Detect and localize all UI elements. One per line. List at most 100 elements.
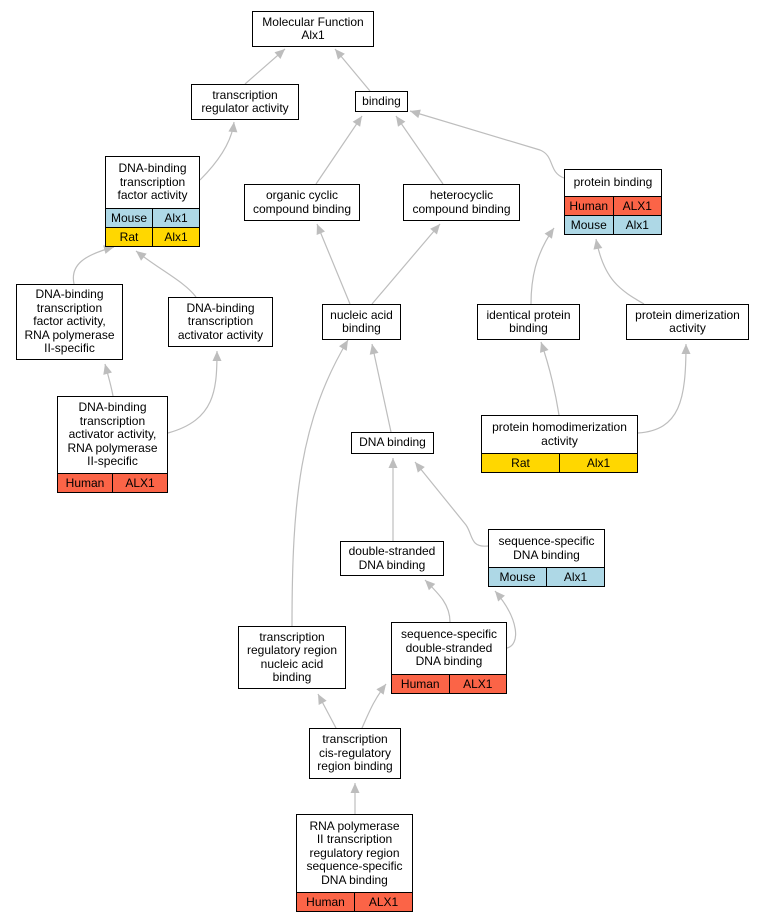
edge-pda-to-pb xyxy=(595,238,645,305)
edge-nab-to-hcb xyxy=(371,223,441,305)
species-cell: Mouse xyxy=(110,211,148,225)
term-node-dbtfa[interactable]: DNA-binding transcription factor activit… xyxy=(105,156,200,247)
term-node-dbtaa[interactable]: DNA-binding transcription activator acti… xyxy=(168,297,273,347)
term-label: DNA-binding transcription factor activit… xyxy=(117,161,188,203)
species-cell: Rat xyxy=(119,230,139,244)
term-node-pda[interactable]: protein dimerization activity xyxy=(626,304,749,340)
species-cell: Rat xyxy=(511,456,530,470)
arrowhead-icon xyxy=(388,458,398,468)
term-label: transcription regulator activity xyxy=(201,87,289,115)
arrowhead-icon xyxy=(593,239,603,250)
arrowhead-icon xyxy=(212,351,222,361)
term-label: sequence-specific double-stranded DNA bi… xyxy=(400,627,498,669)
edge-phda-to-pda xyxy=(637,343,687,434)
gene-cell: Alx1 xyxy=(546,568,604,586)
edge-ipb-to-pb xyxy=(530,227,555,305)
gene-cell: Alx1 xyxy=(559,454,637,472)
edge-ssdb-to-dnab xyxy=(414,461,489,547)
arrowhead-icon xyxy=(338,340,348,351)
annotation-row: Rat Alx1 xyxy=(482,453,637,472)
arrowhead-icon xyxy=(396,116,406,127)
arrowhead-icon xyxy=(425,580,436,591)
term-node-dsdb[interactable]: double-stranded DNA binding xyxy=(340,541,444,576)
annotation-row: Human ALX1 xyxy=(58,473,167,492)
gene-cell: ALX1 xyxy=(612,197,662,215)
species-cell: Human xyxy=(306,895,345,909)
arrowhead-icon xyxy=(316,224,325,235)
gene-cell: Alx1 xyxy=(152,209,199,227)
arrowhead-icon xyxy=(228,122,238,133)
term-label: protein homodimerization activity xyxy=(492,420,627,448)
arrowhead-icon xyxy=(274,49,285,59)
arrowhead-icon xyxy=(369,344,379,355)
gene-cell: ALX1 xyxy=(354,893,412,911)
term-node-dbtfa2[interactable]: DNA-binding transcription factor activit… xyxy=(16,284,123,360)
species-cell: Human xyxy=(569,199,609,213)
arrowhead-icon xyxy=(103,245,114,254)
term-node-binding[interactable]: binding xyxy=(355,91,408,112)
edge-pb-to-binding xyxy=(409,110,565,179)
species-cell: Human xyxy=(400,677,440,691)
annotation-row: Rat Alx1 xyxy=(106,227,199,246)
species-cell: Mouse xyxy=(570,218,607,232)
edge-trrnab-to-nab xyxy=(291,339,349,627)
term-label: double-stranded DNA binding xyxy=(348,544,436,572)
term-node-dnab[interactable]: DNA binding xyxy=(351,432,434,454)
term-label: sequence-specific DNA binding xyxy=(498,534,595,562)
term-label: DNA-binding transcription activator acti… xyxy=(177,300,264,342)
edge-hcb-to-binding xyxy=(395,115,444,185)
term-label: transcription cis-regulatory region bind… xyxy=(317,732,393,774)
arrowhead-icon xyxy=(352,116,362,127)
arrowhead-icon xyxy=(350,783,360,793)
arrowhead-icon xyxy=(103,364,112,375)
term-label: DNA-binding transcription activator acti… xyxy=(67,400,158,469)
term-label: organic cyclic compound binding xyxy=(252,188,352,216)
term-node-ssdsdb[interactable]: sequence-specific double-stranded DNA bi… xyxy=(391,622,507,694)
term-node-mf[interactable]: Molecular Function Alx1 xyxy=(252,11,374,47)
term-node-trrnab[interactable]: transcription regulatory region nucleic … xyxy=(238,626,346,689)
term-node-dbtaa2[interactable]: DNA-binding transcription activator acti… xyxy=(57,396,168,493)
term-label: protein dimerization activity xyxy=(635,307,740,335)
arrowhead-icon xyxy=(540,342,549,353)
species-cell: Human xyxy=(65,476,105,490)
edge-ssdsdb-to-ssdb xyxy=(494,590,517,649)
term-label: identical protein binding xyxy=(486,307,571,335)
term-node-rp2[interactable]: RNA polymerase II transcription regulato… xyxy=(296,814,413,912)
arrowhead-icon xyxy=(318,694,327,705)
term-node-ipb[interactable]: identical protein binding xyxy=(477,304,580,340)
term-label: binding xyxy=(362,93,401,108)
term-node-tra[interactable]: transcription regulator activity xyxy=(191,84,299,120)
term-node-hcb[interactable]: heterocyclic compound binding xyxy=(403,184,520,221)
annotation-row: Human ALX1 xyxy=(297,892,412,911)
term-label: DNA binding xyxy=(359,435,426,450)
edge-nab-to-ocb xyxy=(316,223,351,305)
term-label: heterocyclic compound binding xyxy=(412,188,511,216)
arrowhead-icon xyxy=(410,109,421,119)
term-label: RNA polymerase II transcription regulato… xyxy=(306,818,403,887)
arrowhead-icon xyxy=(415,462,425,473)
gene-cell: Alx1 xyxy=(152,228,199,246)
annotation-row: Human ALX1 xyxy=(392,674,506,693)
gene-cell: ALX1 xyxy=(112,474,167,492)
edge-dnab-to-nab xyxy=(371,343,392,433)
arrowhead-icon xyxy=(681,344,691,354)
arrowhead-icon xyxy=(376,684,386,695)
edge-dbtaa2-to-dbtaa xyxy=(167,350,218,434)
gene-cell: ALX1 xyxy=(448,675,507,693)
arrowhead-icon xyxy=(544,228,554,239)
term-node-tcrrb[interactable]: transcription cis-regulatory region bind… xyxy=(309,728,401,779)
arrowhead-icon xyxy=(495,591,505,602)
edge-ocb-to-binding xyxy=(315,115,363,185)
edge-phda-to-ipb xyxy=(540,341,560,416)
edge-dbtfa2-to-dbtfa xyxy=(72,246,115,285)
term-node-nab[interactable]: nucleic acid binding xyxy=(322,304,401,340)
term-node-ocb[interactable]: organic cyclic compound binding xyxy=(244,184,360,221)
term-label: DNA-binding transcription factor activit… xyxy=(24,287,115,356)
